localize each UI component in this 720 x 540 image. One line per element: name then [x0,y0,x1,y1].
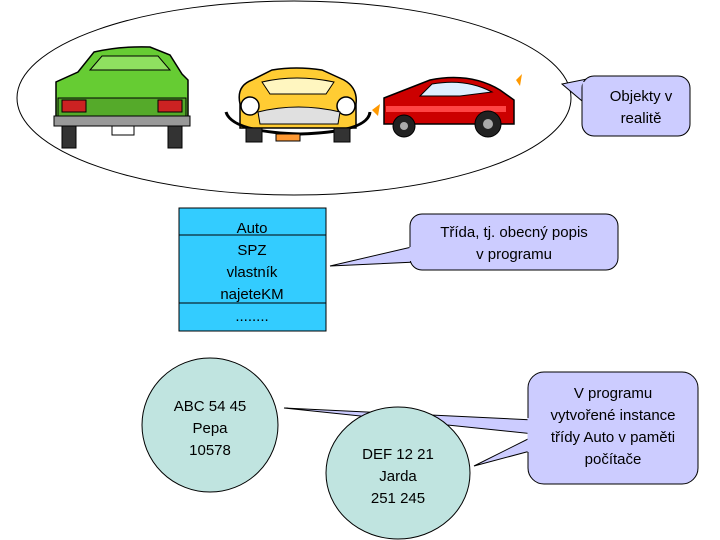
instance-spz: ABC 54 45 [174,398,247,415]
instance-km: 10578 [189,442,231,459]
class-callout-line2: v programu [476,246,552,263]
red-car-icon [372,74,522,138]
instances-callout: V programu vytvořené instance třídy Auto… [283,371,699,485]
instance-spz: DEF 12 21 [362,446,434,463]
class-callout: Třída, tj. obecný popis v programu [329,213,619,271]
yellow-car-icon [224,67,372,143]
green-car-icon [53,46,191,149]
class-name: Auto [237,220,268,237]
instances-callout-line2: vytvořené instance [550,407,675,424]
class-ellipsis: ........ [235,308,268,325]
reality-callout-line1: Objekty v [610,88,673,105]
reality-callout: Objekty v realitě [560,75,691,137]
instance-km: 251 245 [371,490,425,507]
class-attribute: SPZ [237,242,266,259]
instance-circle: DEF 12 21 Jarda 251 245 [325,406,471,540]
class-box: Auto SPZ vlastník najeteKM ........ [178,207,327,332]
instances-callout-line3: třídy Auto v paměti [551,429,675,446]
instances-callout-line4: počítače [585,451,642,468]
class-callout-line1: Třída, tj. obecný popis [440,224,588,241]
instance-owner: Jarda [379,468,417,485]
instance-owner: Pepa [192,420,228,437]
class-attribute: najeteKM [220,286,283,303]
instances-callout-line1: V programu [574,385,652,402]
reality-callout-line2: realitě [621,110,662,127]
class-attribute: vlastník [227,264,278,281]
instance-circle: ABC 54 45 Pepa 10578 [141,357,279,493]
